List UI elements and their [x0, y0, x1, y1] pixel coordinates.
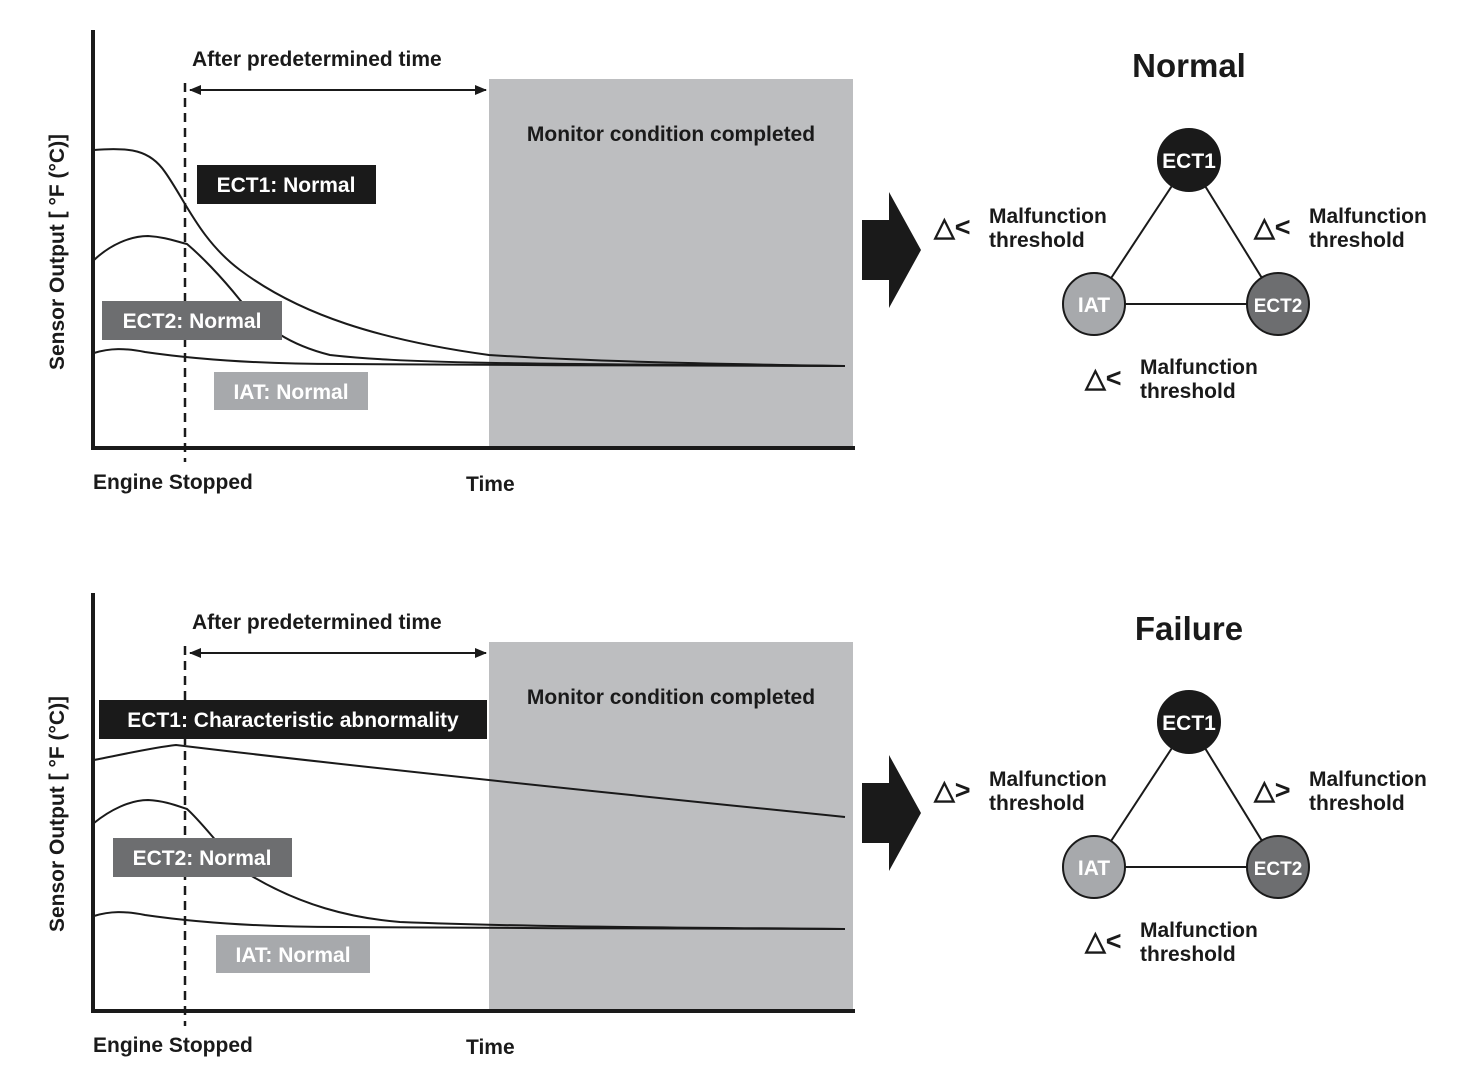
- x-label-engine-stopped: Engine Stopped: [93, 1034, 253, 1057]
- x-label-time: Time: [466, 473, 515, 496]
- right-compare-symbol: △>: [1253, 775, 1291, 805]
- y-axis-label: Sensor Output [ °F (°C)]: [46, 134, 69, 370]
- normal-sensor-triangle: Normal ECT1 IAT ECT2 △< Malfunction thre…: [933, 47, 1427, 403]
- iat-label: IAT: Normal: [233, 381, 348, 404]
- bottom-compare-line2: threshold: [1140, 380, 1236, 403]
- transition-arrow: [862, 192, 921, 308]
- node-iat: [1062, 835, 1126, 899]
- bottom-compare-symbol: △<: [1084, 363, 1122, 393]
- iat-label-box: [214, 372, 368, 410]
- ect2-label: ECT2: Normal: [133, 847, 272, 870]
- iat-curve: [93, 911, 846, 930]
- node-iat-label: IAT: [1078, 294, 1110, 317]
- ect1-label-box: [99, 700, 487, 739]
- ect2-label: ECT2: Normal: [123, 310, 262, 333]
- left-compare-symbol: △>: [933, 775, 971, 805]
- bottom-compare-line1: Malfunction: [1140, 356, 1258, 379]
- ect2-curve: [93, 798, 846, 930]
- bottom-compare-symbol: △<: [1084, 926, 1122, 956]
- node-iat: [1062, 272, 1126, 336]
- monitor-completed-region: [489, 79, 853, 448]
- region-label: Monitor condition completed: [527, 686, 815, 709]
- normal-chart: Monitor condition completed After predet…: [46, 30, 855, 496]
- node-ect1: [1157, 690, 1221, 754]
- failure-chart: Monitor condition completed After predet…: [46, 593, 855, 1059]
- left-compare-line2: threshold: [989, 229, 1085, 252]
- interval-label: After predetermined time: [192, 48, 442, 71]
- x-label-time: Time: [466, 1036, 515, 1059]
- ect1-curve: [93, 148, 846, 367]
- state-title: Normal: [1132, 47, 1246, 84]
- transition-arrow: [862, 755, 921, 871]
- node-ect1-label: ECT1: [1162, 150, 1216, 173]
- node-ect2-label: ECT2: [1254, 859, 1303, 880]
- ect1-label: ECT1: Normal: [217, 174, 356, 197]
- node-iat-label: IAT: [1078, 857, 1110, 880]
- ect2-label-box: [113, 838, 292, 877]
- node-ect2: [1246, 272, 1310, 336]
- right-compare-line1: Malfunction: [1309, 768, 1427, 791]
- state-title: Failure: [1135, 610, 1243, 647]
- right-compare-line1: Malfunction: [1309, 205, 1427, 228]
- left-compare-line2: threshold: [989, 792, 1085, 815]
- node-ect1-label: ECT1: [1162, 712, 1216, 735]
- interval-label: After predetermined time: [192, 611, 442, 634]
- normal-panel: Monitor condition completed After predet…: [46, 30, 1427, 496]
- ect1-label-box: [197, 165, 376, 204]
- y-axis-label: Sensor Output [ °F (°C)]: [46, 696, 69, 932]
- left-compare-symbol: △<: [933, 212, 971, 242]
- right-compare-line2: threshold: [1309, 792, 1405, 815]
- right-compare-symbol: △<: [1253, 212, 1291, 242]
- node-ect2: [1246, 835, 1310, 899]
- region-label: Monitor condition completed: [527, 123, 815, 146]
- iat-curve: [93, 348, 846, 367]
- iat-label: IAT: Normal: [235, 944, 350, 967]
- bottom-compare-line1: Malfunction: [1140, 919, 1258, 942]
- right-compare-line2: threshold: [1309, 229, 1405, 252]
- node-ect1: [1157, 128, 1221, 192]
- ect1-label: ECT1: Characteristic abnormality: [127, 709, 459, 732]
- ect1-curve: [93, 743, 846, 818]
- left-compare-line1: Malfunction: [989, 768, 1107, 791]
- monitor-completed-region: [489, 642, 853, 1011]
- bottom-compare-line2: threshold: [1140, 943, 1236, 966]
- iat-label-box: [216, 935, 370, 973]
- failure-panel: Monitor condition completed After predet…: [46, 593, 1427, 1059]
- failure-sensor-triangle: Failure ECT1 IAT ECT2 △> Malfunction thr…: [933, 610, 1427, 966]
- node-ect2-label: ECT2: [1254, 296, 1303, 317]
- x-label-engine-stopped: Engine Stopped: [93, 471, 253, 494]
- ect2-label-box: [102, 301, 282, 340]
- left-compare-line1: Malfunction: [989, 205, 1107, 228]
